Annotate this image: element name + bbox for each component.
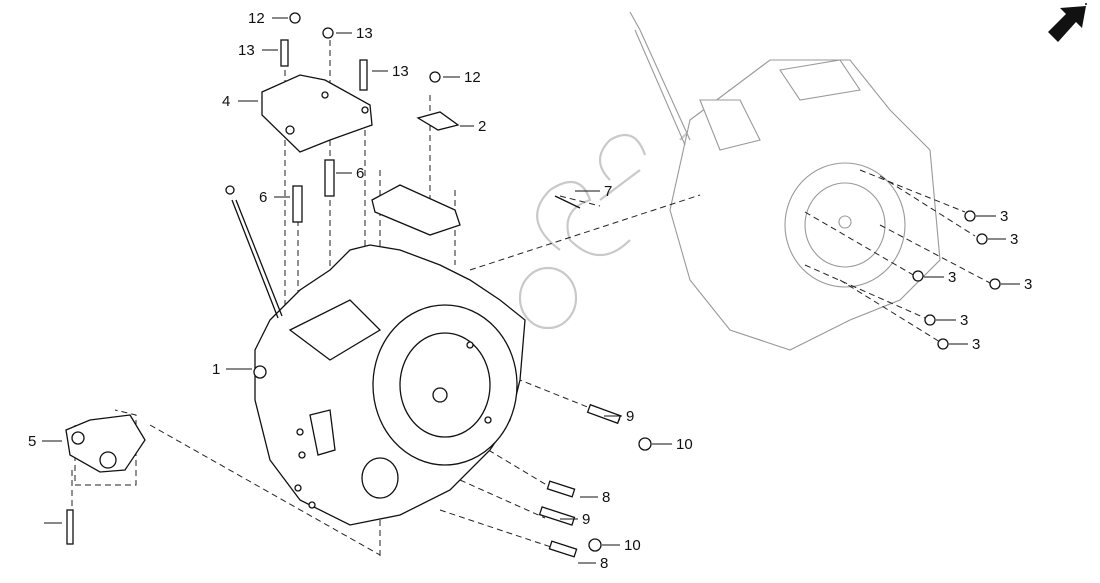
callout-3e: 3: [960, 312, 968, 329]
callout-2: 2: [478, 118, 486, 135]
callout-13b: 13: [392, 63, 409, 80]
callout-9a: 9: [626, 408, 634, 425]
engine-assembly-ghost: [629, 11, 941, 351]
fasteners: [66, 12, 1001, 558]
transmission-case: [253, 244, 526, 526]
callout-3f: 3: [972, 336, 980, 353]
callout-8a: 8: [602, 489, 610, 506]
callout-8b: 8: [600, 555, 608, 572]
callout-labels: 12 13 13 13 12 2 4 6 6 7 1 5 9 10 8 9 10…: [28, 10, 1032, 572]
callout-6a: 6: [259, 189, 267, 206]
callout-3b: 3: [1010, 231, 1018, 248]
mount-5: [65, 414, 146, 473]
callout-12a: 12: [248, 10, 265, 27]
callout-11: 12: [464, 69, 481, 86]
callout-1: 1: [212, 361, 220, 378]
callout-7: 7: [604, 183, 612, 200]
callout-6b: 6: [356, 165, 364, 182]
callout-3c: 3: [948, 269, 956, 286]
callout-3d: 3: [1024, 276, 1032, 293]
callout-3a: 3: [1000, 208, 1008, 225]
control-module: [371, 111, 461, 236]
callout-leaders: [42, 17, 1020, 564]
dipstick: [225, 185, 283, 319]
callout-10a: 10: [676, 436, 693, 453]
assembly-guides: [71, 40, 991, 560]
callout-10b: 10: [624, 537, 641, 554]
callout-4: 4: [222, 93, 230, 110]
callout-9b: 9: [582, 511, 590, 528]
arrow-up-right-icon: [1048, 3, 1087, 42]
bracket-4: [261, 74, 373, 153]
callout-13a: 13: [238, 42, 255, 59]
callout-5: 5: [28, 433, 36, 450]
callout-12b: 13: [356, 25, 373, 42]
